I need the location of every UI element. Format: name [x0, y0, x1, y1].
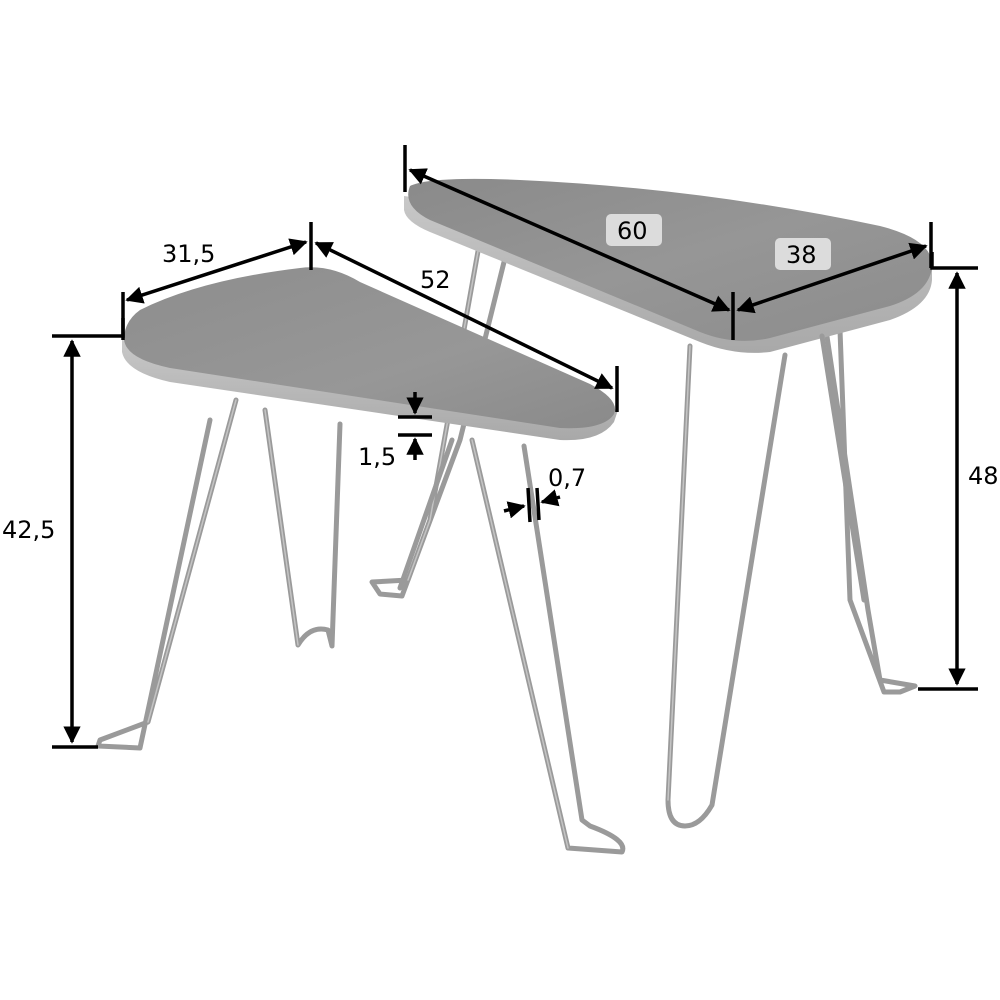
dim-label-large-short-side: 38 — [786, 241, 817, 269]
dim-small-top-thickness: 1,5 — [358, 392, 432, 471]
dim-label-large-long-side: 60 — [617, 217, 648, 245]
dim-large-long-side: 60 — [403, 145, 735, 340]
dim-label-small-height: 42,5 — [2, 516, 55, 544]
small-table-back-leg — [262, 407, 343, 649]
dim-large-short-side: 38 — [736, 222, 933, 314]
small-table-front-legs — [95, 397, 626, 855]
dim-small-height: 42,5 — [2, 318, 125, 749]
dim-leg-diameter: 0,7 — [503, 464, 586, 523]
dim-label-top-thickness: 1,5 — [358, 443, 396, 471]
dim-label-small-short-side: 31,5 — [162, 240, 215, 268]
dim-label-box-large-long-side — [606, 214, 662, 246]
dim-large-height: 48 — [918, 252, 999, 691]
dim-label-large-height: 48 — [968, 462, 999, 490]
dim-label-small-long-side: 52 — [420, 266, 451, 294]
dim-label-box-large-short-side — [775, 238, 831, 270]
large-table-front-legs — [665, 333, 867, 829]
dim-label-leg-diameter: 0,7 — [548, 464, 586, 492]
